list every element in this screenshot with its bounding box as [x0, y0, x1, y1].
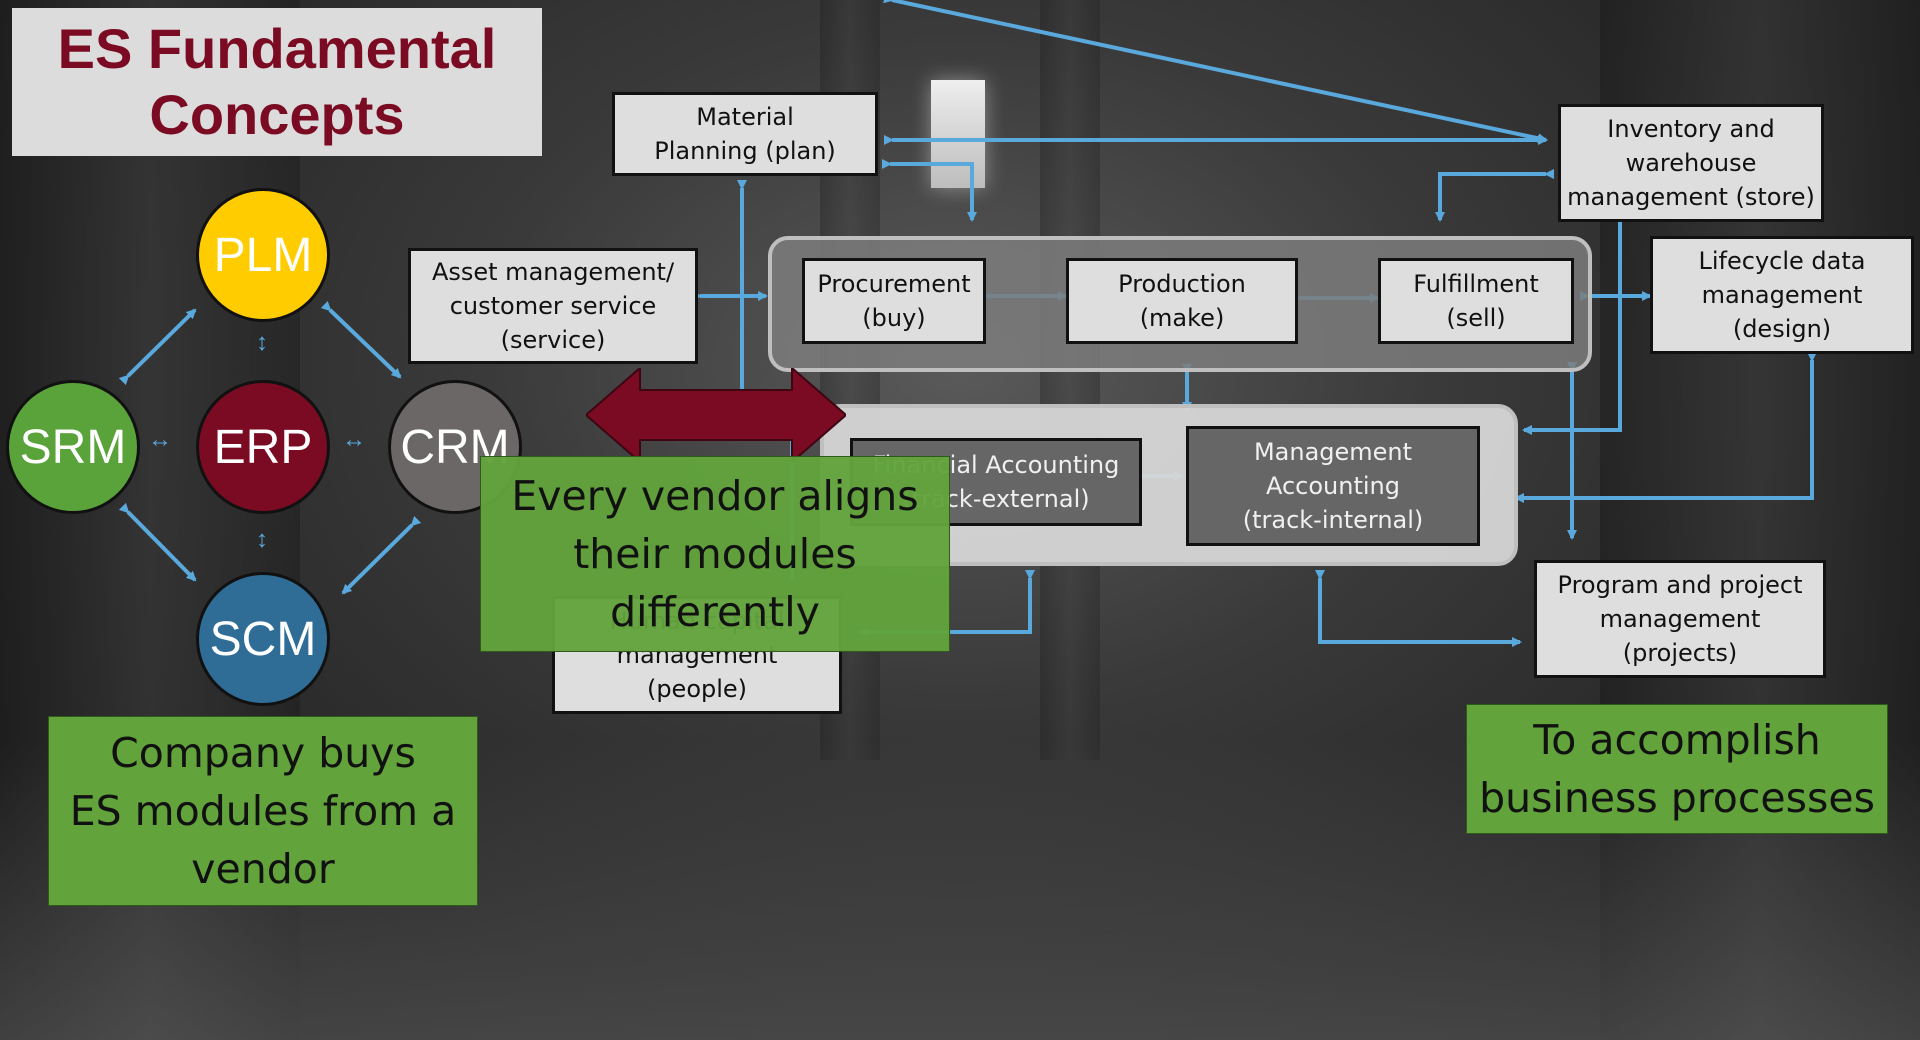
arrow-srm-scm: [118, 502, 197, 582]
box-inventory-warehouse: Inventory and warehouse management (stor…: [1558, 104, 1824, 222]
erp-circle: ERP: [196, 380, 330, 514]
erp-label: ERP: [213, 420, 313, 474]
box-asset-management: Asset management/ customer service (serv…: [408, 248, 698, 364]
arrow-srm-erp-icon: ↔: [148, 426, 172, 453]
callout-vendor-aligns: Every vendor aligns their modules differ…: [480, 456, 950, 652]
title-panel: ES Fundamental Concepts: [12, 8, 542, 156]
box-fulfillment: Fulfillment (sell): [1378, 258, 1574, 344]
box-procurement: Procurement (buy): [802, 258, 986, 344]
callout-company-buys: Company buys ES modules from a vendor: [48, 716, 478, 906]
srm-label: SRM: [19, 420, 127, 474]
scm-label: SCM: [209, 612, 317, 666]
box-program-project: Program and project management (projects…: [1534, 560, 1826, 678]
plm-label: PLM: [213, 228, 313, 282]
arrow-plm-crm: [320, 300, 402, 379]
plm-circle: PLM: [196, 188, 330, 322]
callout-accomplish: To accomplish business processes: [1466, 704, 1888, 834]
scm-circle: SCM: [196, 572, 330, 706]
arrow-plm-erp-icon: ↕: [256, 329, 268, 356]
arrow-crm-scm: [341, 515, 422, 595]
arrow-erp-scm-icon: ↕: [256, 526, 268, 553]
box-financial-accounting: Financial Accounting (track-external): [850, 438, 1142, 526]
box-material-planning: Material Planning (plan): [612, 92, 878, 176]
box-lifecycle-data: Lifecycle data management (design): [1650, 236, 1914, 354]
box-management-accounting: Management Accounting (track-internal): [1186, 426, 1480, 546]
arrow-srm-plm: [118, 308, 197, 386]
arrow-erp-crm-icon: ↔: [342, 426, 366, 453]
srm-circle: SRM: [6, 380, 140, 514]
page-title: ES Fundamental Concepts: [57, 17, 497, 146]
vendor-double-arrow-icon: [586, 368, 846, 462]
box-production: Production (make): [1066, 258, 1298, 344]
